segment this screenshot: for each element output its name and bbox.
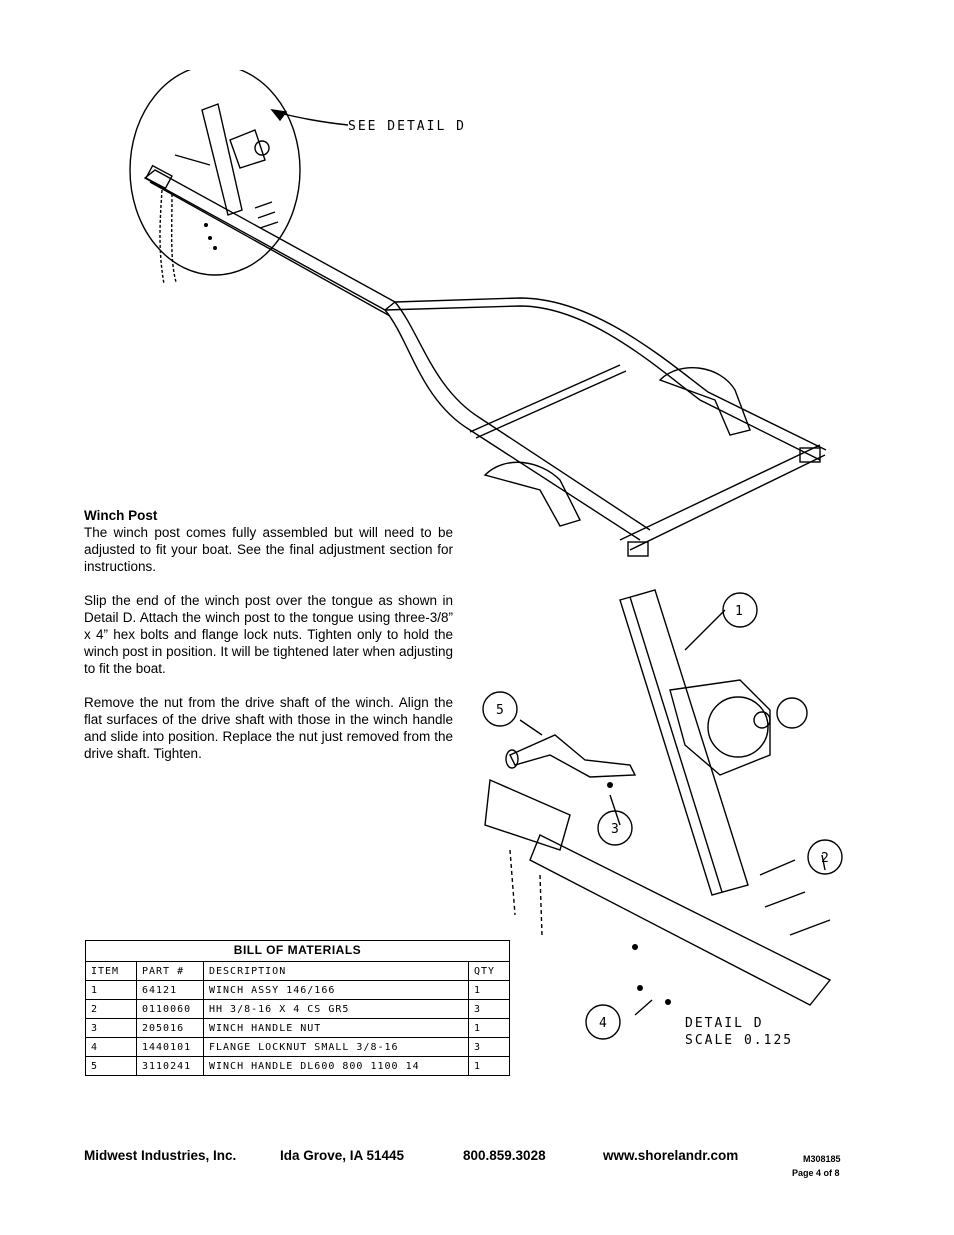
table-row: 4 1440101 FLANGE LOCKNUT SMALL 3/8-16 3 — [85, 1037, 510, 1057]
bom-description: WINCH HANDLE DL600 800 1100 14 — [203, 1056, 469, 1076]
bom-description: WINCH HANDLE NUT — [203, 1018, 469, 1038]
table-row: 5 3110241 WINCH HANDLE DL600 800 1100 14… — [85, 1056, 510, 1076]
bom-item: 3 — [85, 1018, 137, 1038]
bom-part: 64121 — [136, 980, 204, 1000]
section-heading: Winch Post — [84, 508, 158, 523]
bom-title: BILL OF MATERIALS — [85, 940, 510, 961]
callout-5: 5 — [496, 703, 504, 718]
trailer-overview-drawing: SEE DETAIL D — [129, 70, 827, 557]
footer-phone: 800.859.3028 — [463, 1148, 546, 1163]
callout-1: 1 — [735, 604, 743, 619]
callout-3: 3 — [611, 822, 619, 837]
bom-item: 1 — [85, 980, 137, 1000]
bom-item: 5 — [85, 1056, 137, 1076]
bom-qty: 1 — [468, 980, 510, 1000]
instruction-paragraph-2: Slip the end of the winch post over the … — [84, 593, 453, 676]
bom-description: FLANGE LOCKNUT SMALL 3/8-16 — [203, 1037, 469, 1057]
detail-d-drawing: 1 2 3 4 5 DETAIL D SCALE 0.125 — [482, 589, 843, 1048]
winch-post-instructions: Winch Post The winch post comes fully as… — [84, 507, 453, 779]
footer-doc-number: M308185 — [803, 1154, 841, 1164]
bom-qty: 3 — [468, 999, 510, 1019]
see-detail-label: SEE DETAIL D — [348, 119, 466, 134]
bom-header-item: ITEM — [85, 961, 137, 981]
bom-header-description: DESCRIPTION — [203, 961, 469, 981]
footer-company: Midwest Industries, Inc. — [84, 1148, 237, 1163]
bom-header-part: PART # — [136, 961, 204, 981]
bom-qty: 1 — [468, 1056, 510, 1076]
detail-circle — [129, 70, 301, 276]
bom-item: 4 — [85, 1037, 137, 1057]
callout-2: 2 — [821, 851, 829, 866]
bom-part: 205016 — [136, 1018, 204, 1038]
bom-qty: 3 — [468, 1037, 510, 1057]
table-row: 1 64121 WINCH ASSY 146/166 1 — [85, 980, 510, 1000]
bom-part: 3110241 — [136, 1056, 204, 1076]
bom-description: HH 3/8-16 X 4 CS GR5 — [203, 999, 469, 1019]
instruction-paragraph-1: The winch post comes fully assembled but… — [84, 525, 453, 574]
detail-label: DETAIL D — [685, 1016, 764, 1031]
footer-website: www.shorelandr.com — [603, 1148, 739, 1163]
bom-description: WINCH ASSY 146/166 — [203, 980, 469, 1000]
page-footer: Midwest Industries, Inc. Ida Grove, IA 5… — [84, 1148, 864, 1188]
bom-qty: 1 — [468, 1018, 510, 1038]
bill-of-materials-table: BILL OF MATERIALS ITEM PART # DESCRIPTIO… — [85, 940, 510, 1076]
callout-4: 4 — [599, 1016, 607, 1031]
bom-part: 0110060 — [136, 999, 204, 1019]
footer-city: Ida Grove, IA 51445 — [280, 1148, 405, 1163]
bom-header-qty: QTY — [468, 961, 510, 981]
scale-label: SCALE 0.125 — [685, 1033, 793, 1048]
footer-page-number: Page 4 of 8 — [792, 1168, 840, 1178]
bom-part: 1440101 — [136, 1037, 204, 1057]
table-row: 3 205016 WINCH HANDLE NUT 1 — [85, 1018, 510, 1038]
bom-header-row: ITEM PART # DESCRIPTION QTY — [85, 961, 510, 981]
bom-item: 2 — [85, 999, 137, 1019]
table-row: 2 0110060 HH 3/8-16 X 4 CS GR5 3 — [85, 999, 510, 1019]
instruction-paragraph-3: Remove the nut from the drive shaft of t… — [84, 695, 453, 761]
